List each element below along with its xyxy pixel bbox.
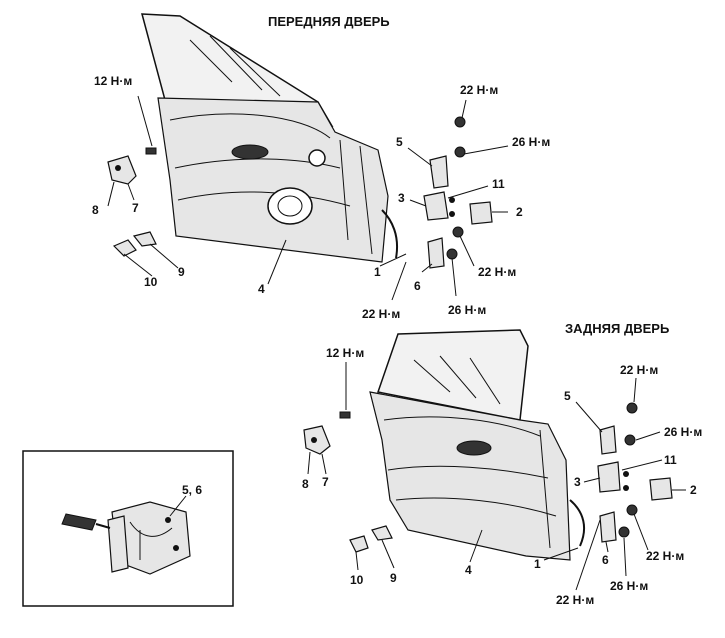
rear-label-3: 3: [574, 475, 581, 489]
front-label-3: 3: [398, 191, 405, 205]
rear-label-2: 2: [690, 483, 697, 497]
front-label-2: 2: [516, 205, 523, 219]
front-label-6: 6: [414, 279, 421, 293]
rear-torque-26-bottom: 26 Н·м: [610, 579, 648, 593]
front-bolt-12: [145, 147, 157, 155]
hinge-inset: 5, 6: [22, 450, 234, 607]
rear-label-9: 9: [390, 571, 397, 585]
front-torque-26-top: 26 Н·м: [512, 135, 550, 149]
front-speaker: [267, 187, 313, 225]
front-leader-lines: [107, 95, 509, 301]
inset-tool-icon: [61, 513, 97, 531]
rear-bolt-26-bottom: [618, 526, 630, 538]
front-label-8: 8: [92, 203, 99, 217]
front-bolt-22-mid: [452, 226, 464, 238]
rear-door-title: ЗАДНЯЯ ДВЕРЬ: [565, 321, 669, 336]
front-torque-26-bottom: 26 Н·м: [448, 303, 486, 317]
front-part-2: [469, 201, 493, 225]
rear-part-9: [371, 525, 393, 541]
rear-torque-22-bottom: 22 Н·м: [556, 593, 594, 607]
front-torque-12: 12 Н·м: [94, 74, 132, 88]
front-label-11: 11: [492, 177, 505, 191]
front-part-10: [112, 239, 137, 257]
front-bolt-22-top: [454, 116, 466, 128]
rear-door-body: [369, 391, 571, 561]
rear-torque-26-top: 26 Н·м: [664, 425, 702, 439]
front-torque-22-bottom: 22 Н·м: [362, 307, 400, 321]
rear-label-5: 5: [564, 389, 571, 403]
rear-bolt-26-top: [624, 434, 636, 446]
front-hinge-5: [429, 155, 449, 189]
rear-torque-22-top: 22 Н·м: [620, 363, 658, 377]
rear-label-11: 11: [664, 453, 677, 467]
front-torque-22-mid: 22 Н·м: [478, 265, 516, 279]
rear-label-1: 1: [534, 557, 541, 571]
rear-parts: [303, 402, 673, 553]
rear-hinge-6: [599, 511, 617, 543]
front-label-9: 9: [178, 265, 185, 279]
front-bolt-26-bottom: [446, 248, 458, 260]
front-part-3: [423, 191, 449, 221]
rear-label-10: 10: [350, 573, 364, 587]
front-door-body: [157, 97, 389, 263]
front-label-7: 7: [132, 201, 139, 215]
rear-torque-12: 12 Н·м: [326, 346, 364, 360]
rear-window-glass: [377, 329, 529, 421]
rear-label-8: 8: [302, 477, 309, 491]
front-part-7-8: [107, 155, 137, 185]
inset-label: 5, 6: [182, 483, 202, 497]
rear-wiring-harness: [569, 499, 586, 547]
rear-hinge-5: [599, 425, 617, 455]
front-wiring-harness: [381, 209, 398, 259]
rear-part-2: [649, 477, 673, 501]
rear-label-6: 6: [602, 553, 609, 567]
rear-bolt-22-top: [626, 402, 638, 414]
rear-leader-lines: [307, 362, 686, 591]
rear-part-3: [597, 461, 621, 493]
front-hinge-6: [427, 237, 445, 269]
front-bolt-26-top: [454, 146, 466, 158]
rear-bolt-22-mid: [626, 504, 638, 516]
front-door-panel: [141, 13, 398, 263]
rear-label-7: 7: [322, 475, 329, 489]
rear-bolt-12: [339, 411, 351, 419]
rear-label-4: 4: [465, 563, 472, 577]
front-interior-handle: [231, 144, 269, 160]
front-torque-22-top: 22 Н·м: [460, 83, 498, 97]
front-parts: [107, 116, 493, 269]
rear-interior-handle: [456, 440, 492, 456]
rear-part-10: [349, 535, 369, 553]
rear-torque-22-mid: 22 Н·м: [646, 549, 684, 563]
front-label-5: 5: [396, 135, 403, 149]
front-label-1: 1: [374, 265, 381, 279]
front-part-9: [132, 231, 157, 247]
front-door-title: ПЕРЕДНЯЯ ДВЕРЬ: [268, 14, 390, 29]
rear-door-panel: [369, 329, 586, 561]
front-label-4: 4: [258, 282, 265, 296]
front-label-10: 10: [144, 275, 158, 289]
